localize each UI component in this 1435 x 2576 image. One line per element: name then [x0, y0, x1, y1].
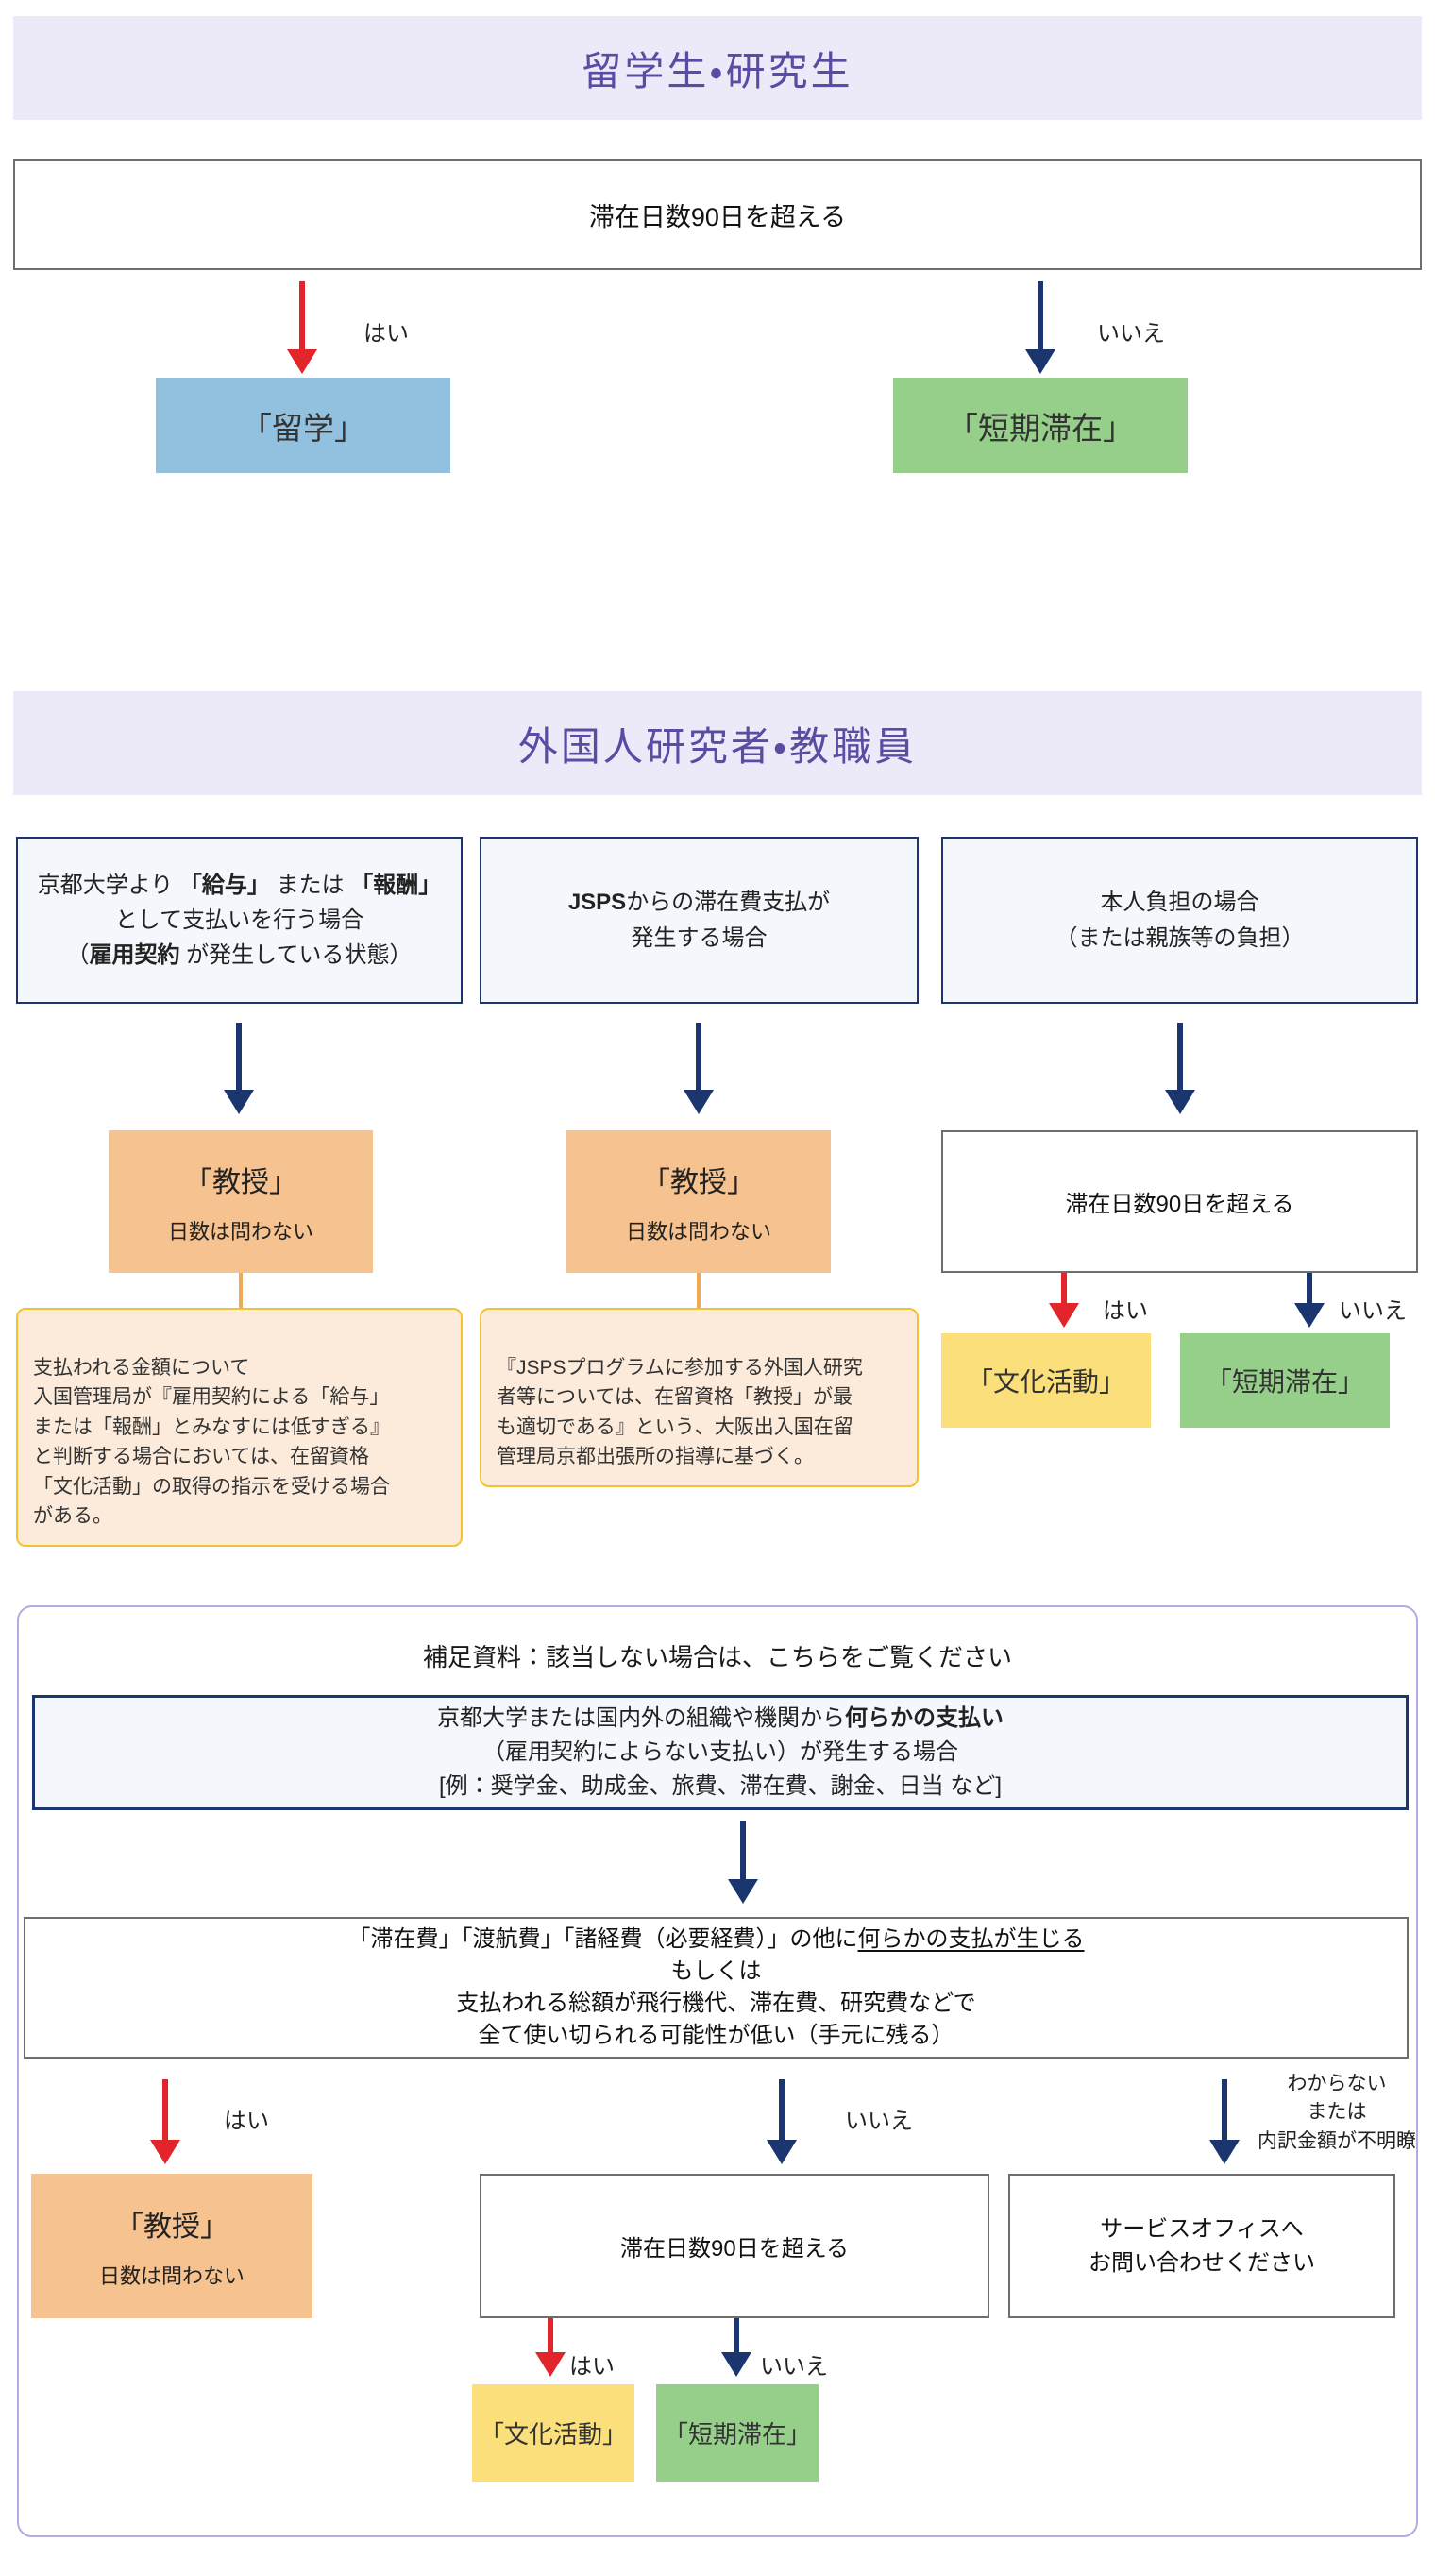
professor-sub: 日数は問わない — [167, 1219, 313, 1244]
service-office-text: サービスオフィスへ お問い合わせください — [1089, 2215, 1315, 2276]
professor-title: 「教授」 — [115, 2211, 228, 2243]
navy-down-arrow-icon — [765, 2079, 799, 2164]
professor-title: 「教授」 — [184, 1166, 297, 1198]
arrow-head — [1049, 1303, 1079, 1328]
section3-condition-box: 「滞在費」「渡航費」「諸経費（必要経費）」の他に何らかの支払が生じるもしくは支払… — [24, 1917, 1409, 2059]
connector-line — [697, 1273, 701, 1308]
navy-down-arrow-icon — [726, 1821, 760, 1904]
arrow-stem — [1222, 2079, 1227, 2140]
arrow-stem — [1307, 1273, 1312, 1303]
result-short-stay-text: 「短期滞在」 — [663, 2420, 811, 2449]
result-culture-text: 「文化活動」 — [966, 1367, 1125, 1397]
yes-label: はい — [363, 321, 409, 347]
result-box-cultural-activities: 「文化活動」 — [941, 1333, 1151, 1428]
section2-header: 外国人研究者・教職員 — [13, 691, 1422, 795]
result-culture-text: 「文化活動」 — [479, 2420, 627, 2449]
result-box-cultural-activities: 「文化活動」 — [472, 2384, 634, 2482]
arrow-stem — [779, 2079, 785, 2140]
arrow-head — [1165, 1090, 1195, 1114]
yes-label: はい — [1103, 1298, 1148, 1324]
arrow-head — [1025, 349, 1055, 374]
section3-decision-box: 滞在日数90日を超える — [480, 2174, 989, 2318]
condition-box-self-funded: 本人負担の場合 （または親族等の負担） — [941, 837, 1418, 1004]
service-office-box: サービスオフィスへ お問い合わせください — [1008, 2174, 1395, 2318]
result-short-stay-text: 「短期滞在」 — [1205, 1367, 1364, 1397]
note-box-jsps: 『JSPSプログラムに参加する外国人研究 者等については、在留資格「教授」が最 … — [480, 1308, 919, 1487]
red-down-arrow-icon — [1047, 1273, 1081, 1328]
section1-question-text: 滞在日数90日を超える — [588, 202, 847, 231]
no-label: いいえ — [845, 2109, 913, 2134]
note-box-salary: 支払われる金額について 入国管理局が『雇用契約による「給与」 または「報酬」とみ… — [16, 1308, 463, 1547]
result-box-professor-salary: 「教授」 日数は問わない — [109, 1130, 373, 1273]
arrow-head — [150, 2140, 180, 2164]
section3-payment-text: 京都大学または国内外の組織や機関から何らかの支払い（雇用契約によらない支払い）が… — [437, 1705, 1004, 1799]
navy-down-arrow-icon — [222, 1023, 256, 1114]
note-salary-text: 支払われる金額について 入国管理局が『雇用契約による「給与」 または「報酬」とみ… — [33, 1356, 390, 1528]
arrow-head — [287, 349, 317, 374]
section3-condition-text: 「滞在費」「渡航費」「諸経費（必要経費）」の他に何らかの支払が生じるもしくは支払… — [347, 1925, 1085, 2049]
navy-down-arrow-icon — [1163, 1023, 1197, 1114]
no-label: いいえ — [1339, 1298, 1407, 1324]
condition-jsps-text: JSPSからの滞在費支払が発生する場合 — [567, 890, 831, 951]
professor-title: 「教授」 — [642, 1166, 755, 1198]
arrow-stem — [299, 281, 305, 349]
navy-down-arrow-icon — [1207, 2079, 1241, 2164]
yes-label: はい — [224, 2109, 269, 2134]
condition-box-salary: 京都大学より 「給与」 または 「報酬」として支払いを行う場合（雇用契約 が発生… — [16, 837, 463, 1004]
arrow-stem — [548, 2318, 553, 2352]
arrow-head — [728, 1879, 758, 1904]
connector-line — [239, 1273, 243, 1308]
arrow-stem — [236, 1023, 242, 1090]
result-box-short-stay: 「短期滞在」 — [893, 378, 1188, 473]
yes-label: はい — [569, 2354, 615, 2380]
section1-title: 留学生・研究生 — [582, 48, 853, 93]
navy-down-arrow-icon — [682, 1023, 716, 1114]
professor-sub: 日数は問わない — [98, 2263, 245, 2288]
result-box-short-stay: 「短期滞在」 — [656, 2384, 819, 2482]
arrow-head — [767, 2140, 797, 2164]
arrow-stem — [162, 2079, 168, 2140]
note-jsps-text: 『JSPSプログラムに参加する外国人研究 者等については、在留資格「教授」が最 … — [497, 1356, 863, 1468]
result-box-professor-jsps: 「教授」 日数は問わない — [566, 1130, 831, 1273]
arrow-head — [721, 2352, 751, 2377]
arrow-head — [1294, 1303, 1325, 1328]
section1-header: 留学生・研究生 — [13, 16, 1422, 120]
arrow-head — [1209, 2140, 1240, 2164]
arrow-stem — [734, 2318, 739, 2352]
navy-down-arrow-icon — [1023, 281, 1057, 374]
navy-down-arrow-icon — [1292, 1273, 1326, 1328]
arrow-stem — [1061, 1273, 1067, 1303]
section3-payment-box: 京都大学または国内外の組織や機関から何らかの支払い（雇用契約によらない支払い）が… — [32, 1695, 1409, 1810]
result-box-study-visa: 「留学」 — [156, 378, 450, 473]
arrow-head — [535, 2352, 566, 2377]
section2-title: 外国人研究者・教職員 — [517, 723, 918, 769]
arrow-stem — [696, 1023, 701, 1090]
arrow-stem — [1177, 1023, 1183, 1090]
result-box-professor: 「教授」 日数は問わない — [31, 2174, 312, 2318]
condition-self-funded-text: 本人負担の場合 （または親族等の負担） — [1055, 890, 1305, 951]
professor-sub: 日数は問わない — [625, 1219, 771, 1244]
arrow-stem — [1038, 281, 1043, 349]
condition-salary-text: 京都大学より 「給与」 または 「報酬」として支払いを行う場合（雇用契約 が発生… — [37, 872, 442, 969]
arrow-head — [224, 1090, 254, 1114]
navy-down-arrow-icon — [719, 2318, 753, 2377]
section1-decision-box: 滞在日数90日を超える — [13, 159, 1422, 270]
unknown-label: わからない または 内訳金額が不明瞭 — [1258, 2073, 1416, 2152]
supplementary-title: 補足資料：該当しない場合は、こちらをご覧ください — [422, 1643, 1012, 1671]
arrow-head — [684, 1090, 714, 1114]
no-label: いいえ — [1097, 321, 1165, 347]
arrow-stem — [740, 1821, 746, 1879]
red-down-arrow-icon — [148, 2079, 182, 2164]
red-down-arrow-icon — [533, 2318, 567, 2377]
red-down-arrow-icon — [285, 281, 319, 374]
condition-box-jsps: JSPSからの滞在費支払が発生する場合 — [480, 837, 919, 1004]
section2-question-text: 滞在日数90日を超える — [1065, 1192, 1294, 1217]
result-short-stay-text: 「短期滞在」 — [947, 410, 1134, 446]
result-study-text: 「留学」 — [241, 410, 365, 446]
result-box-short-stay: 「短期滞在」 — [1180, 1333, 1390, 1428]
no-label: いいえ — [760, 2354, 828, 2380]
section3-question-text: 滞在日数90日を超える — [620, 2236, 849, 2262]
section2-decision-box: 滞在日数90日を超える — [941, 1130, 1418, 1273]
